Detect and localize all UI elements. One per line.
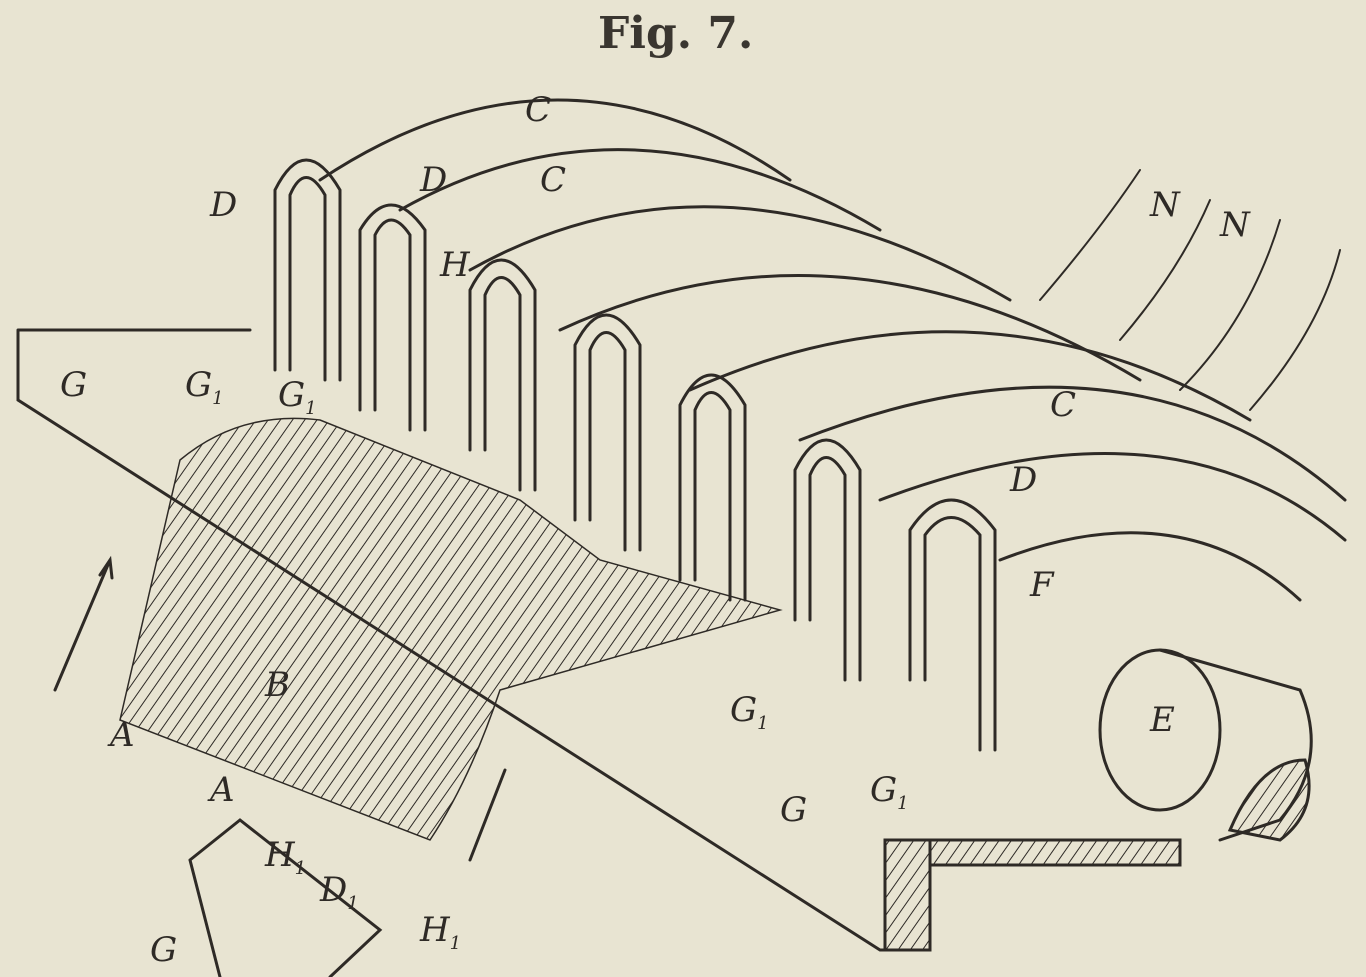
fabric-sheet <box>119 417 783 841</box>
label-text: G <box>185 365 213 405</box>
label-F: F <box>1030 565 1054 605</box>
label-C-top: C <box>525 90 552 130</box>
label-C-2: C <box>540 160 567 200</box>
label-D-3: D <box>1010 460 1038 500</box>
label-G-inset: G <box>150 930 178 970</box>
label-text: H <box>265 835 295 875</box>
figure-title: Fig. 7. <box>598 8 754 59</box>
label-subscript: 1 <box>212 387 224 409</box>
label-text: D <box>320 870 348 910</box>
label-B: B <box>265 665 290 705</box>
label-C-3: C <box>1050 385 1077 425</box>
label-G1-a: G1 <box>185 365 224 409</box>
label-subscript: 1 <box>347 892 359 914</box>
label-D-2: D <box>420 160 448 200</box>
label-text: G <box>730 690 758 730</box>
angle-section <box>883 838 1182 952</box>
label-A-1: A <box>110 715 135 755</box>
label-N-1: N <box>1150 185 1180 225</box>
arrow-left <box>53 555 114 692</box>
label-G1-c: G1 <box>730 690 769 734</box>
inset-detail <box>188 818 383 977</box>
label-G1-b: G1 <box>278 375 317 419</box>
label-H1-a: H1 <box>265 835 306 879</box>
label-text: G <box>870 770 898 810</box>
label-N-2: N <box>1220 205 1250 245</box>
label-H1-b: H1 <box>420 910 461 954</box>
label-G: G <box>60 365 88 405</box>
guide-hooks <box>273 158 997 752</box>
label-H: H <box>440 245 470 285</box>
roller-section <box>1227 758 1311 842</box>
label-subscript: 1 <box>294 857 307 879</box>
stitched-threads <box>1039 169 1341 411</box>
label-text: H <box>420 910 450 950</box>
arrow-bottom <box>468 768 507 862</box>
label-subscript: 1 <box>897 792 909 814</box>
label-D-1: D <box>210 185 238 225</box>
label-G-2: G <box>780 790 808 830</box>
label-text: G <box>278 375 306 415</box>
drum-arcs <box>318 98 1347 602</box>
label-subscript: 1 <box>305 397 317 419</box>
label-D1: D1 <box>320 870 359 914</box>
label-A-2: A <box>210 770 235 810</box>
label-subscript: 1 <box>757 712 769 734</box>
label-G1-d: G1 <box>870 770 909 814</box>
label-subscript: 1 <box>449 932 462 954</box>
label-E: E <box>1150 700 1175 740</box>
